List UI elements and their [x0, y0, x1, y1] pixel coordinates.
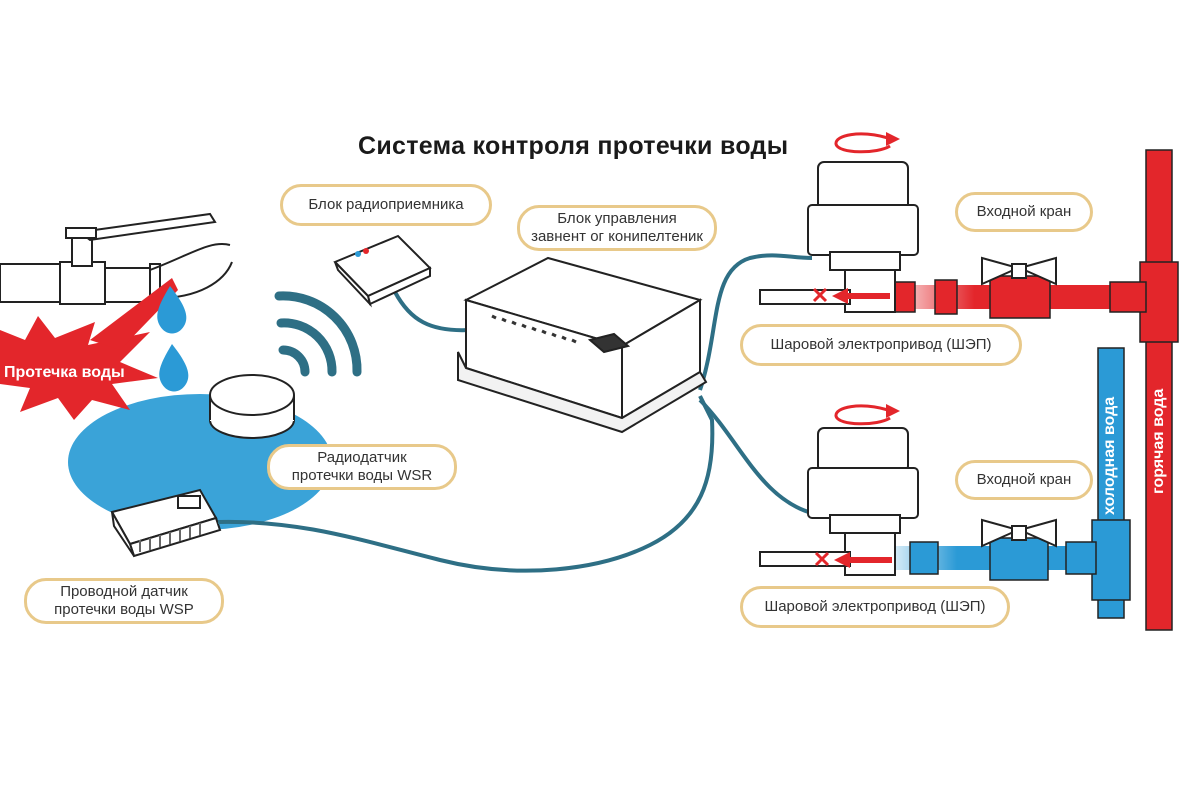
callout-radio-sensor: Радиодатчик протечки воды WSR [267, 444, 457, 490]
cables [217, 253, 816, 573]
water-drop-icon [157, 286, 187, 334]
wired-sensor-icon [110, 488, 222, 558]
butterfly-valve-icon [981, 256, 1057, 548]
radio-waves-icon [274, 291, 362, 377]
diagram-title: Система контроля протечки воды [358, 132, 789, 160]
hot-water-pipe [880, 149, 1179, 631]
callout-actuator-top: Шаровой электропривод (ШЭП) [740, 324, 1022, 366]
cross-mark-icon [812, 287, 830, 567]
callout-inlet-valve-top: Входной кран [955, 192, 1093, 232]
control-unit-icon [457, 256, 708, 434]
hot-water-label: горячая вода [1150, 388, 1167, 494]
callout-wired-sensor: Проводной датчик протечки воды WSP [24, 578, 224, 624]
rotation-arrow-head [886, 132, 900, 418]
radio-receiver-icon [333, 234, 432, 308]
rotation-arrow-icon [834, 132, 891, 426]
ball-valve-actuator-icon [759, 427, 919, 576]
water-drop-icon [159, 344, 189, 392]
callout-actuator-bottom: Шаровой электропривод (ШЭП) [740, 586, 1010, 628]
leaking-faucet-icon [0, 212, 233, 305]
flow-arrow-icon [832, 288, 892, 568]
ball-valve-actuator-icon [759, 161, 919, 313]
leak-ray [90, 278, 178, 350]
leak-label: Протечка воды [4, 364, 125, 381]
callout-radio-receiver: Блок радиоприемника [280, 184, 492, 226]
radio-sensor-icon [209, 374, 295, 439]
callout-inlet-valve-bottom: Входной кран [955, 460, 1093, 500]
callout-control-unit: Блок управления завнент ог конипелтеник [517, 205, 717, 251]
cold-water-label: холодная вода [1101, 396, 1118, 515]
